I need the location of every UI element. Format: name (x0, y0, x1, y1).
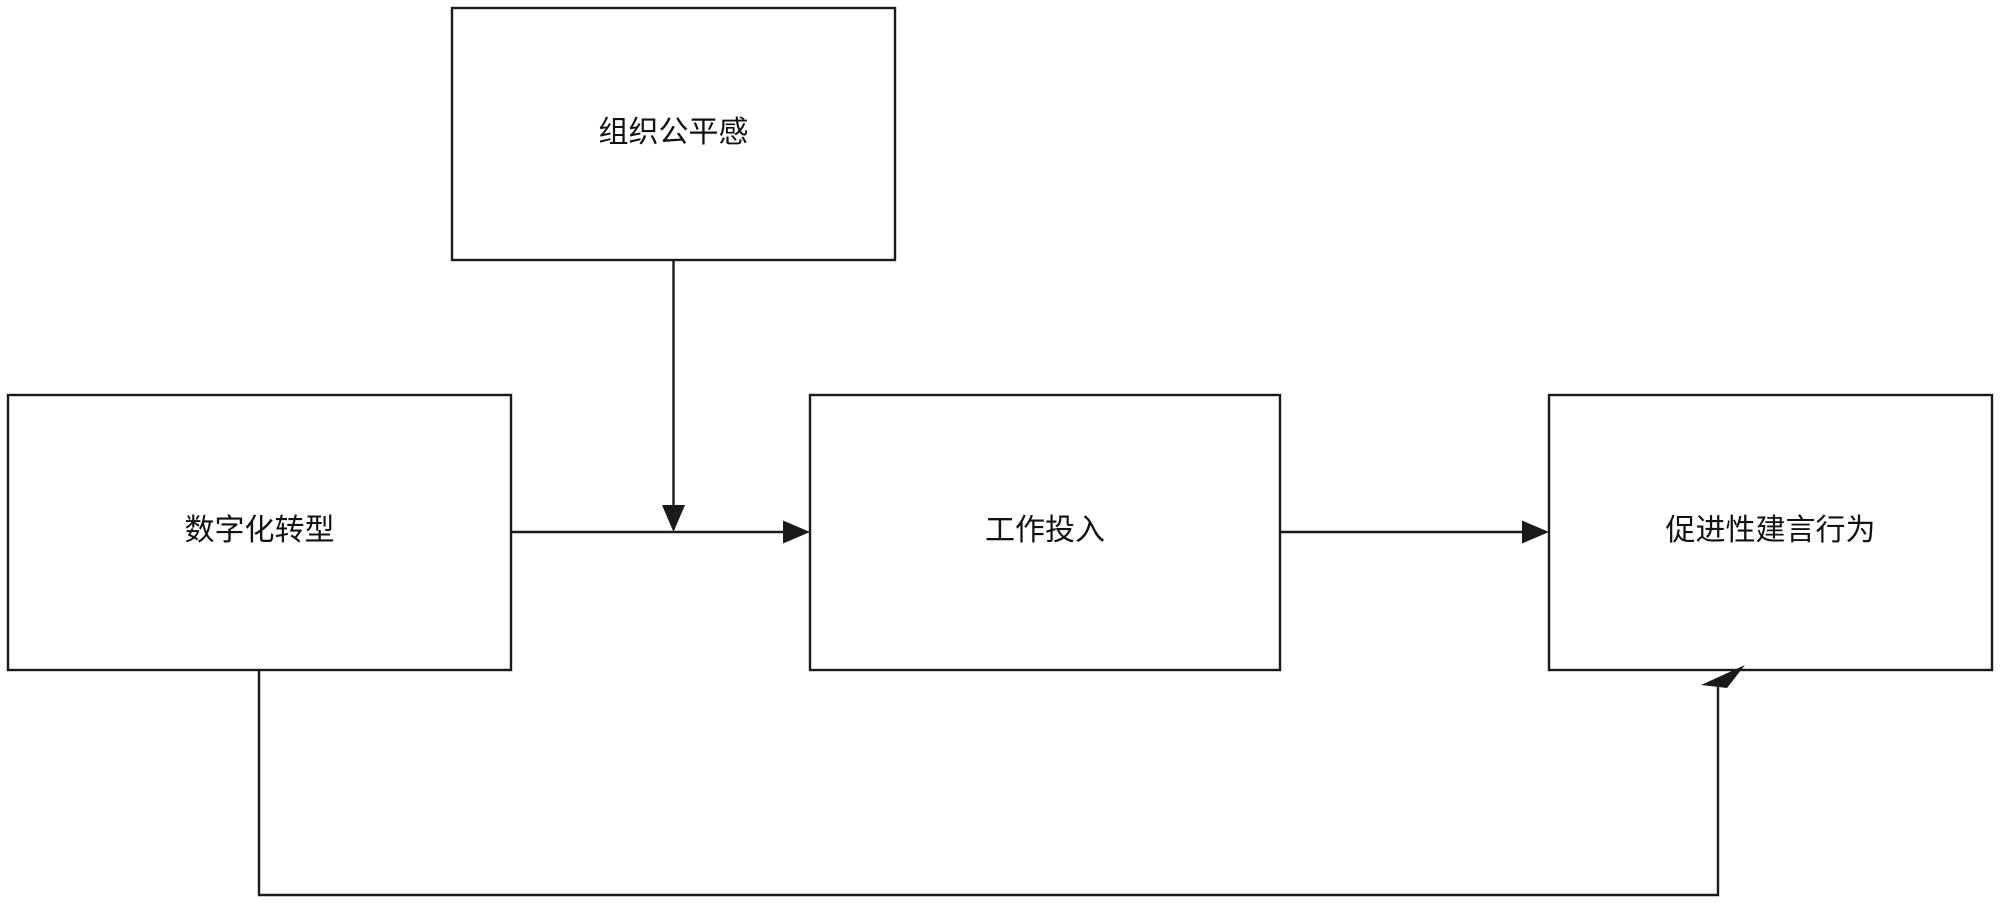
node-organizational-justice-box (450, 6, 897, 262)
edge-engagement-to-voice-arrowhead (1522, 520, 1549, 544)
node-promotive-voice-behavior-box (1547, 393, 1994, 672)
node-promotive-voice-behavior-label: 促进性建言行为 (1666, 514, 1876, 547)
node-promotive-voice-behavior[interactable]: 促进性建言行为 (1547, 393, 1994, 672)
edge-transformation-to-voice (257, 665, 1745, 897)
node-digital-transformation-label: 数字化转型 (185, 514, 335, 547)
edge-transformation-to-engagement-arrowhead (783, 520, 810, 544)
node-organizational-justice-label: 组织公平感 (599, 116, 749, 149)
node-organizational-justice[interactable]: 组织公平感 (450, 6, 897, 262)
node-work-engagement-box (808, 393, 1282, 672)
edge-transformation-to-voice-arrowhead (1701, 665, 1745, 688)
edge-transformation-to-engagement (511, 520, 810, 544)
edge-justice-to-engagement (662, 260, 685, 532)
node-work-engagement[interactable]: 工作投入 (808, 393, 1282, 672)
node-digital-transformation-box (6, 393, 513, 672)
edge-justice-to-engagement-arrowhead (662, 505, 685, 532)
edge-engagement-to-voice (1280, 520, 1549, 544)
edge-transformation-to-voice-line (257, 670, 1720, 897)
node-work-engagement-label: 工作投入 (985, 514, 1105, 547)
node-digital-transformation[interactable]: 数字化转型 (6, 393, 513, 672)
